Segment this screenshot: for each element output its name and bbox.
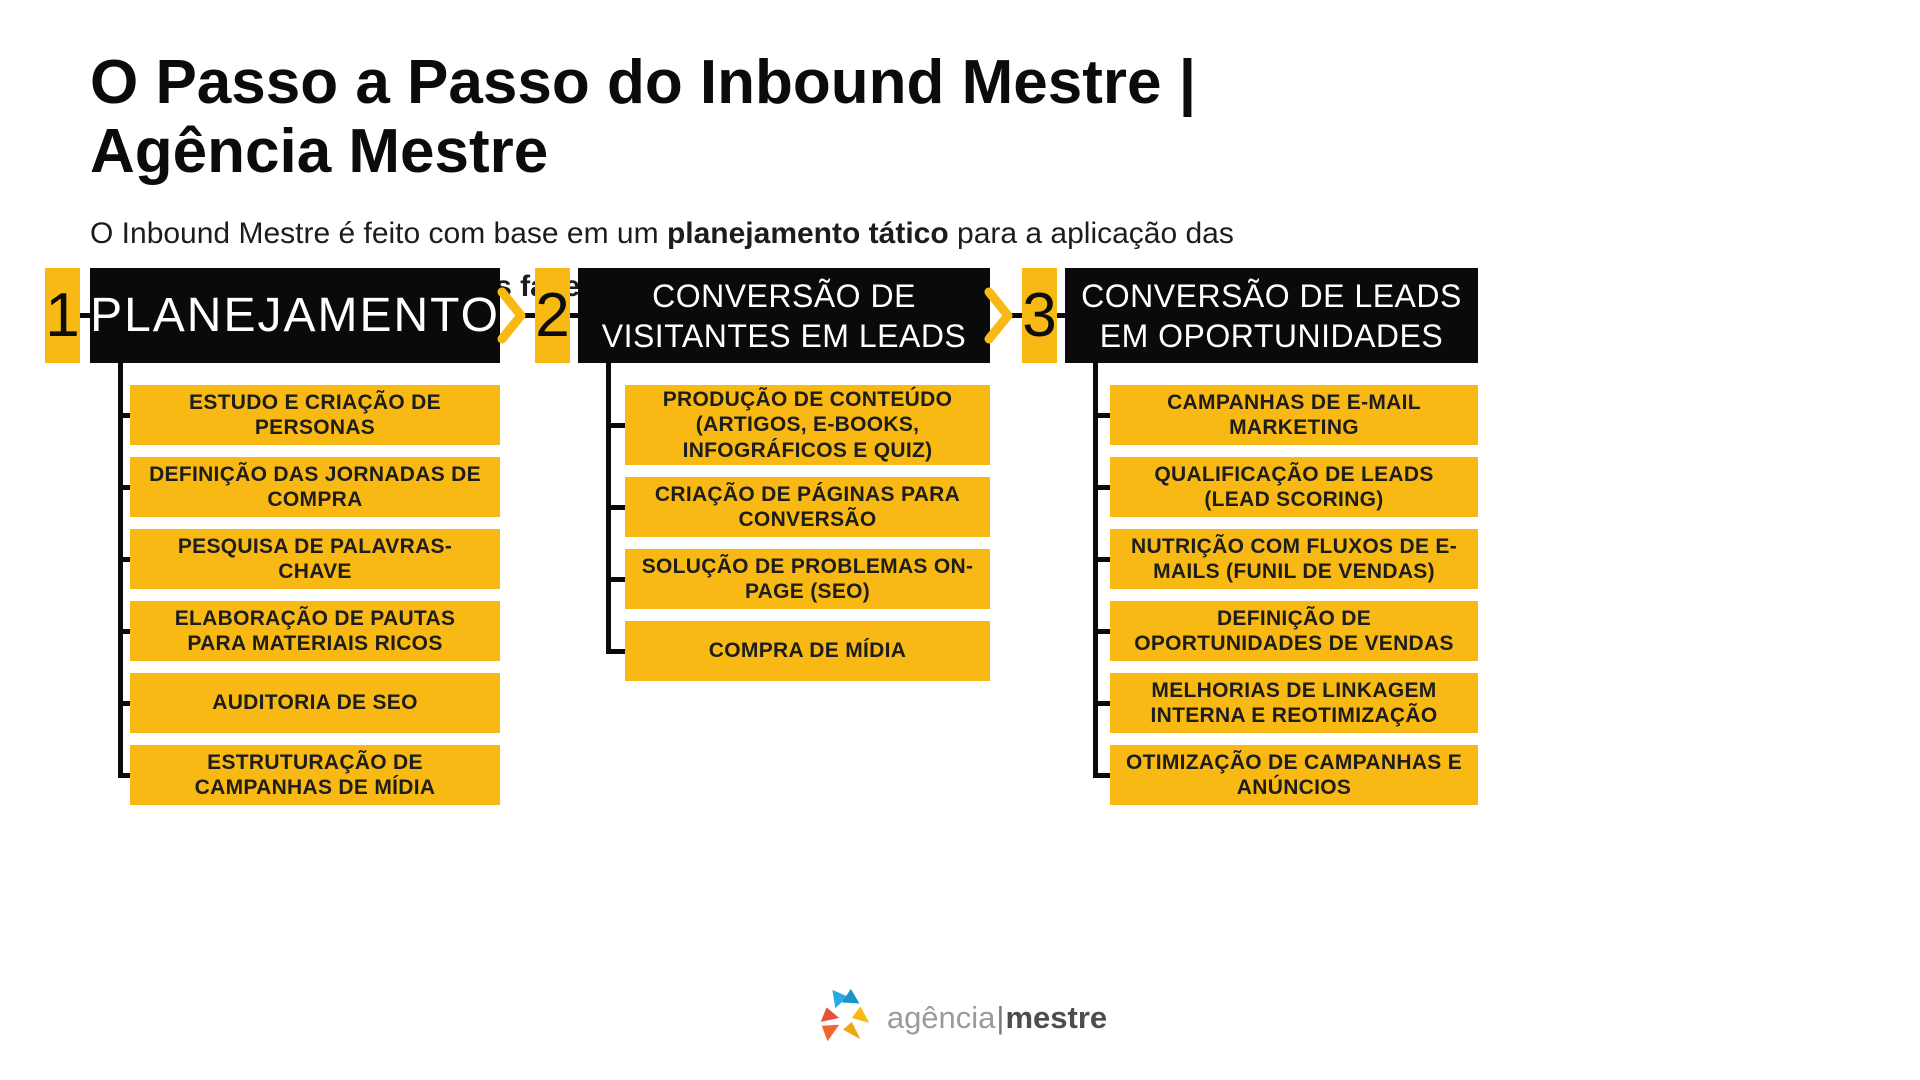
flow-arrow-icon bbox=[984, 287, 1013, 344]
page-title-line2: Agência Mestre bbox=[90, 117, 549, 187]
phase-item: ESTUDO E CRIAÇÃO DE PERSONAS bbox=[118, 385, 500, 445]
logo-text-agencia: agência bbox=[886, 999, 996, 1035]
intro-part1: O Inbound Mestre é feito com base em um bbox=[90, 217, 667, 250]
page-title-line1: O Passo a Passo do Inbound Mestre | bbox=[90, 48, 1197, 117]
phase-items-column-2: PRODUÇÃO DE CONTEÚDO (ARTIGOS, E-BOOKS, … bbox=[606, 385, 990, 681]
logo-text-mestre: mestre bbox=[1005, 999, 1108, 1035]
phase-item: PRODUÇÃO DE CONTEÚDO (ARTIGOS, E-BOOKS, … bbox=[606, 385, 990, 465]
agencia-mestre-logo-icon bbox=[820, 988, 870, 1042]
phase-number-badge-2: 2 bbox=[535, 268, 570, 363]
phase-item: PESQUISA DE PALAVRAS-CHAVE bbox=[118, 529, 500, 589]
flow-arrow-icon bbox=[497, 287, 526, 344]
phase-item: CAMPANHAS DE E-MAIL MARKETING bbox=[1093, 385, 1478, 445]
phase-item: QUALIFICAÇÃO DE LEADS (LEAD SCORING) bbox=[1093, 457, 1478, 517]
phase-item: COMPRA DE MÍDIA bbox=[606, 621, 990, 681]
phase-number-badge-1: 1 bbox=[45, 268, 80, 363]
phase-item: MELHORIAS DE LINKAGEM INTERNA E REOTIMIZ… bbox=[1093, 673, 1478, 733]
connector-vline bbox=[1093, 363, 1098, 777]
phase-header-conversao-visitantes: CONVERSÃO DE VISITANTES EM LEADS bbox=[578, 268, 990, 363]
phase-item: DEFINIÇÃO DAS JORNADAS DE COMPRA bbox=[118, 457, 500, 517]
phase-items-column-1: ESTUDO E CRIAÇÃO DE PERSONAS DEFINIÇÃO D… bbox=[118, 385, 500, 805]
phase-item: AUDITORIA DE SEO bbox=[118, 673, 500, 733]
phase-item: CRIAÇÃO DE PÁGINAS PARA CONVERSÃO bbox=[606, 477, 990, 537]
phase-items-column-3: CAMPANHAS DE E-MAIL MARKETING QUALIFICAÇ… bbox=[1093, 385, 1478, 805]
phase-item: NUTRIÇÃO COM FLUXOS DE E-MAILS (FUNIL DE… bbox=[1093, 529, 1478, 589]
phase-number-badge-3: 3 bbox=[1022, 268, 1057, 363]
phase-header-conversao-leads: CONVERSÃO DE LEADS EM OPORTUNIDADES bbox=[1065, 268, 1478, 363]
agencia-mestre-logo-text: agência|mestre bbox=[887, 1002, 1107, 1033]
connector-vline bbox=[118, 363, 123, 777]
phase-item: SOLUÇÃO DE PROBLEMAS ON-PAGE (SEO) bbox=[606, 549, 990, 609]
logo-text-separator: | bbox=[996, 999, 1005, 1035]
phase-item: ELABORAÇÃO DE PAUTAS PARA MATERIAIS RICO… bbox=[118, 601, 500, 661]
phase-item: ESTRUTURAÇÃO DE CAMPANHAS DE MÍDIA bbox=[118, 745, 500, 805]
phase-header-planejamento: PLANEJAMENTO bbox=[90, 268, 500, 363]
phase-item: OTIMIZAÇÃO DE CAMPANHAS E ANÚNCIOS bbox=[1093, 745, 1478, 805]
intro-bold1: planejamento tático bbox=[666, 217, 949, 250]
phase-item: DEFINIÇÃO DE OPORTUNIDADES DE VENDAS bbox=[1093, 601, 1478, 661]
connector-dash bbox=[80, 313, 90, 318]
page-title: O Passo a Passo do Inbound Mestre | Agên… bbox=[90, 48, 1196, 187]
agencia-mestre-logo: agência|mestre bbox=[0, 982, 1920, 1052]
